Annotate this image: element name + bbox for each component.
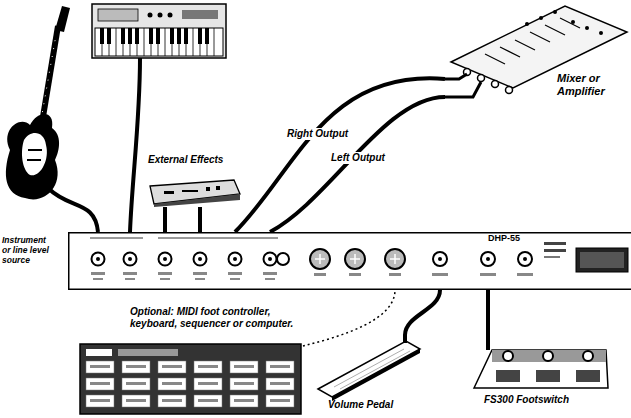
keyboard bbox=[92, 4, 226, 58]
footswitch: FS300 Footswitch bbox=[470, 330, 610, 415]
keyboard-cable bbox=[130, 58, 140, 232]
mixer-amplifier: Mixer or Amplifier bbox=[445, 2, 629, 110]
device-label: FS300 Footswitch bbox=[484, 394, 604, 406]
device-label: Optional: MIDI foot controller, keyboard… bbox=[130, 306, 302, 330]
cable bbox=[270, 97, 445, 232]
output-label: Left Output bbox=[329, 152, 387, 164]
device-label: Volume Pedal bbox=[328, 399, 418, 411]
guitar-cable bbox=[48, 188, 98, 232]
rack-processor-drawing bbox=[68, 232, 631, 290]
source-label: Instrument or line level source bbox=[2, 236, 56, 265]
device-label: DHP-55 bbox=[488, 234, 538, 244]
cable bbox=[405, 290, 440, 335]
midi-controller: Optional: MIDI foot controller, keyboard… bbox=[78, 306, 303, 416]
rack-processor: DHP-55 bbox=[68, 232, 631, 290]
cable bbox=[198, 207, 202, 232]
midi-link bbox=[303, 290, 395, 346]
cable bbox=[235, 78, 445, 232]
output-label: Right Output bbox=[285, 128, 350, 140]
device-label: External Effects bbox=[148, 154, 240, 166]
cable bbox=[486, 290, 490, 330]
guitar bbox=[6, 6, 70, 199]
volume-pedal: Volume Pedal bbox=[310, 335, 425, 415]
cable bbox=[163, 207, 167, 232]
effects-unit: External Effects bbox=[148, 150, 240, 207]
device-label: Mixer or Amplifier bbox=[557, 72, 623, 97]
